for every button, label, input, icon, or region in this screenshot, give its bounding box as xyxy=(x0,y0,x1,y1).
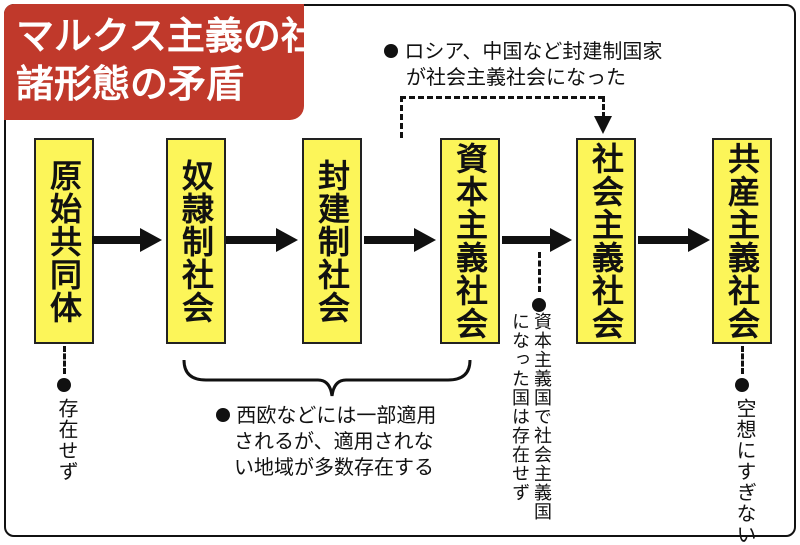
arrow-slave-to-feudal xyxy=(226,228,298,252)
capitalist-note-col-2: になった国は存在せず xyxy=(509,312,530,502)
stage-label: 社会主義社会 xyxy=(587,142,625,340)
title-banner: マルクス主義の社会 諸形態の矛盾 xyxy=(4,4,357,120)
stage-slave-society: 奴隷制社会 xyxy=(166,138,226,344)
stage-feudal-society: 封建制社会 xyxy=(302,138,362,344)
stage-capitalist-society: 資本主義社会 xyxy=(440,138,500,344)
middle-note-line-1: 西欧などには一部適用 xyxy=(236,403,437,427)
title-line-1: マルクス主義の社会 xyxy=(16,14,357,58)
bullet-icon xyxy=(384,44,398,58)
top-note-line-1: ロシア、中国など封建制国家 xyxy=(404,39,663,63)
feudal-to-socialist-dashed-line xyxy=(400,96,604,99)
socialist-connector-drop xyxy=(602,96,605,118)
stage-label: 共産主義社会 xyxy=(723,142,761,340)
stage-socialist-society: 社会主義社会 xyxy=(576,138,636,344)
primitive-note: 存在せず xyxy=(55,398,79,482)
middle-note-line-3: い地域が多数存在する xyxy=(234,455,434,479)
capitalist-note-col-1: 資本主義国で社会主義国 xyxy=(531,312,552,521)
stage-label: 封建制社会 xyxy=(313,158,351,324)
capitalist-note-connector xyxy=(538,252,541,292)
bullet-icon xyxy=(532,298,546,312)
stage-label: 原始共同体 xyxy=(45,158,83,324)
arrow-socialist-to-communist xyxy=(638,228,710,252)
bullet-icon xyxy=(57,378,71,392)
feudal-connector-riser xyxy=(400,96,403,138)
top-note-line-2: が社会主義社会になった xyxy=(406,65,626,89)
arrow-primitive-to-slave xyxy=(92,228,162,252)
primitive-note-connector xyxy=(63,346,66,374)
stage-label: 奴隷制社会 xyxy=(177,158,215,324)
stage-primitive-communism: 原始共同体 xyxy=(34,138,94,344)
stage-communist-society: 共産主義社会 xyxy=(712,138,772,344)
middle-note: 西欧などには一部適用 されるが、適用されな い地域が多数存在する xyxy=(216,402,436,480)
bullet-icon xyxy=(735,378,749,392)
top-note: ロシア、中国など封建制国家 が社会主義社会になった xyxy=(384,38,662,90)
stage-label: 資本主義社会 xyxy=(451,142,489,340)
title-line-2: 諸形態の矛盾 xyxy=(16,62,245,106)
arrow-feudal-to-capitalist xyxy=(364,228,436,252)
arrow-capitalist-to-socialist xyxy=(502,228,572,252)
capitalist-note: 資本主義国で社会主義国 になった国は存在せず xyxy=(508,312,552,526)
communist-note: 空想にすぎない xyxy=(733,398,757,545)
bullet-icon xyxy=(216,408,230,422)
middle-note-line-2: されるが、適用されな xyxy=(234,429,434,453)
communist-note-connector xyxy=(741,346,744,374)
